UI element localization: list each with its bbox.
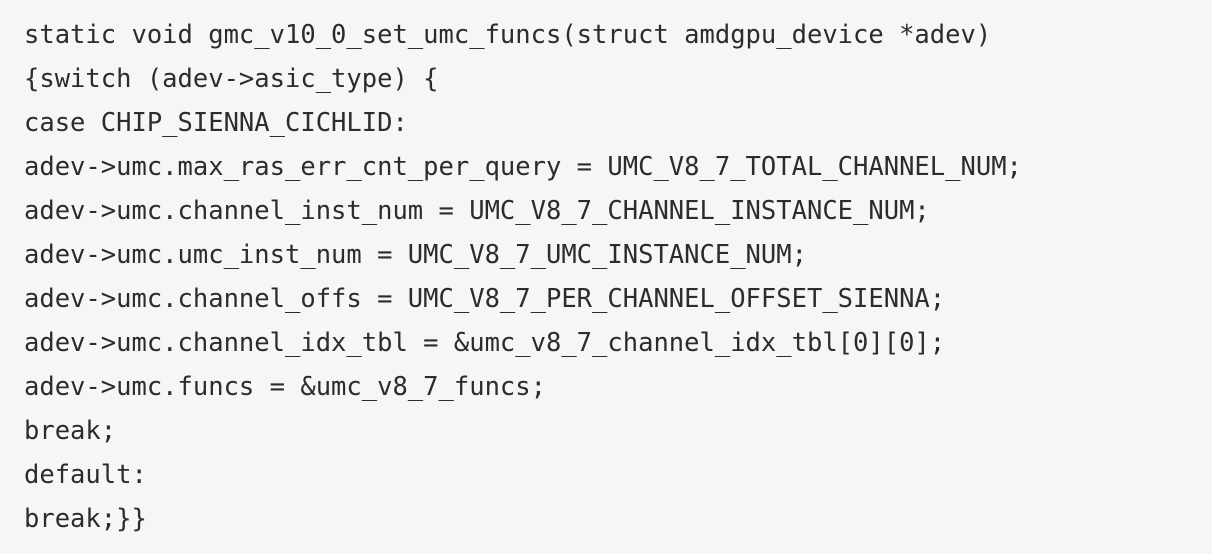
code-line: case CHIP_SIENNA_CICHLID: bbox=[24, 108, 408, 138]
code-line: default: bbox=[24, 460, 147, 490]
code-line: static void gmc_v10_0_set_umc_funcs(stru… bbox=[24, 20, 992, 50]
code-line: break; bbox=[24, 416, 117, 446]
code-line: adev->umc.channel_inst_num = UMC_V8_7_CH… bbox=[24, 196, 930, 226]
code-line: {switch (adev->asic_type) { bbox=[24, 64, 439, 94]
code-line: adev->umc.channel_offs = UMC_V8_7_PER_CH… bbox=[24, 284, 946, 314]
code-line: adev->umc.funcs = &umc_v8_7_funcs; bbox=[24, 372, 546, 402]
code-line: adev->umc.max_ras_err_cnt_per_query = UM… bbox=[24, 152, 1022, 182]
code-line: adev->umc.channel_idx_tbl = &umc_v8_7_ch… bbox=[24, 328, 946, 358]
code-line: break;}} bbox=[24, 504, 147, 534]
code-line: adev->umc.umc_inst_num = UMC_V8_7_UMC_IN… bbox=[24, 240, 807, 270]
